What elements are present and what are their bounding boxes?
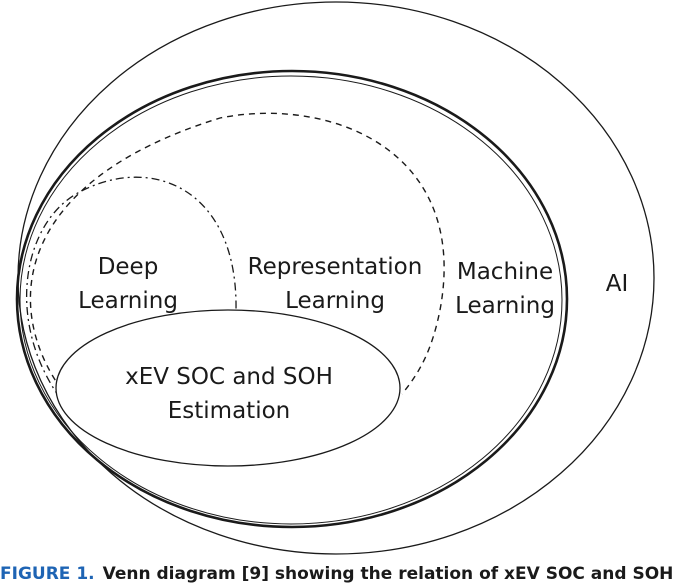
- xev-estimation-label-line-2: Estimation: [168, 398, 290, 424]
- deep-learning-label-line-1: Deep: [98, 254, 159, 280]
- machine-learning-label-line-1: Machine: [457, 259, 553, 285]
- caption-text: Venn diagram [9] showing the relation of…: [102, 564, 673, 584]
- ai-label: AI: [606, 271, 629, 297]
- representation-learning-region: [29, 112, 445, 399]
- representation-learning-label-line-1: Representation: [248, 254, 423, 280]
- machine-learning-region-inner-line: [19, 75, 563, 525]
- figure-label: FIGURE 1.: [0, 564, 95, 584]
- machine-learning-label-line-2: Learning: [455, 293, 555, 319]
- xev-estimation-label-line-1: xEV SOC and SOH: [125, 364, 333, 390]
- representation-learning-label-line-2: Learning: [285, 288, 385, 314]
- xev-estimation-region: [55, 309, 401, 467]
- figure-caption: FIGURE 1. Venn diagram [9] showing the re…: [0, 560, 673, 588]
- venn-diagram: AI Machine Learning Representation Learn…: [15, 1, 655, 555]
- machine-learning-region: [15, 69, 569, 529]
- deep-learning-label-line-2: Learning: [78, 288, 178, 314]
